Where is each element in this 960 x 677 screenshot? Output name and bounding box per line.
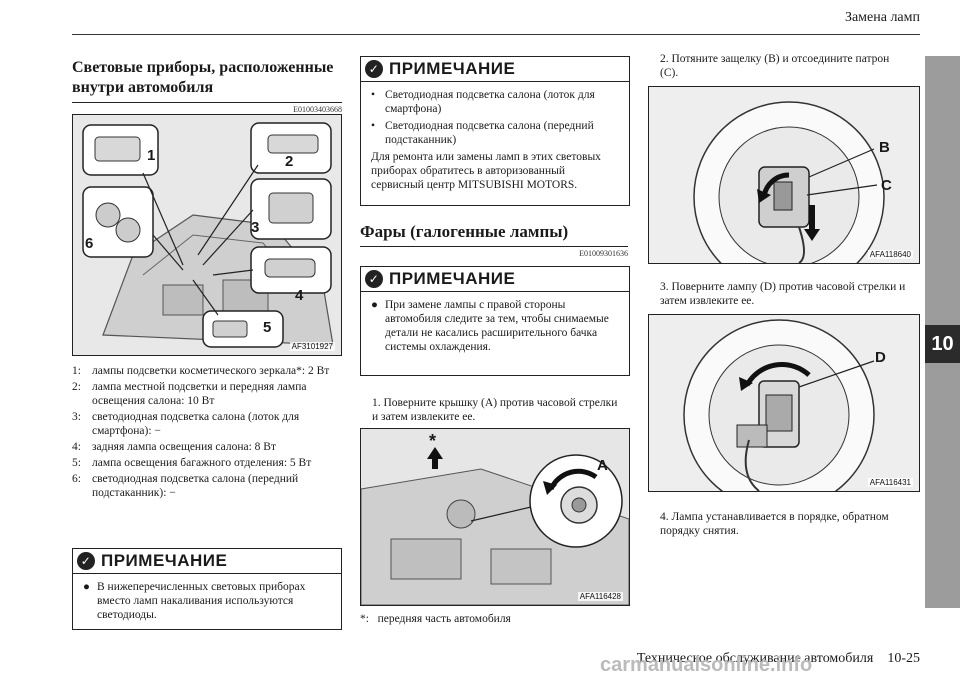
callout-3: 3 [251, 219, 260, 236]
socket-figure: B C AFA118640 [648, 86, 920, 264]
label-c: C [881, 177, 892, 194]
figure-code: AF3101927 [289, 342, 335, 351]
label-star: * [429, 431, 437, 451]
section-title-line2: внутри автомобиля [72, 79, 214, 96]
label-b: B [879, 139, 890, 156]
section-title: Фары (галогенные лампы) [360, 222, 569, 241]
middle-note-box-1: ✓ПРИМЕЧАНИЕ •Светодиодная подсветка сало… [360, 56, 630, 206]
section-code: E01009301636 [579, 249, 628, 258]
step-1: 1. Поверните крышку (A) против часовой с… [372, 397, 618, 423]
list-item: 5:лампа освещения багажного отделения: 5… [72, 457, 312, 469]
interior-lights-figure: 1 2 3 4 5 6 AF3101927 [72, 114, 342, 356]
list-item: 2:лампа местной подсветки и передняя лам… [72, 381, 307, 407]
figure-code: AFA118640 [867, 250, 913, 259]
bullet-icon: ● [83, 581, 90, 593]
watermark: carmanualsonline.info [600, 654, 813, 676]
label-d: D [875, 349, 886, 366]
footnote: *: передняя часть автомобиля [360, 613, 511, 625]
left-section-heading: Световые приборы, расположенные внутри а… [72, 58, 342, 114]
step-2: 2. Потяните защелку (B) и отсоедините па… [660, 53, 890, 79]
headlight-cover-figure: A * AFA116428 [360, 428, 630, 606]
list-item: 3:светодиодная подсветка салона (лоток д… [72, 411, 300, 437]
page-footer: Техническое обслуживание автомобиля 10-2… [637, 651, 920, 667]
engine-bay-illustration [361, 429, 629, 605]
chapter-tab-number: 10 [925, 325, 960, 363]
light-list: 1:лампы подсветки косметического зеркала… [72, 364, 340, 502]
callout-6: 6 [85, 235, 94, 252]
middle-note-box-2: ✓ ПРИМЕЧАНИЕ ● При замене лампы с правой с… [360, 266, 630, 376]
header-rule [72, 34, 920, 35]
note-bullet: Светодиодная подсветка салона (передний … [385, 120, 594, 146]
note-title: ПРИМЕЧАНИЕ [389, 59, 516, 78]
page-header-title: Замена ламп [844, 10, 920, 25]
page-number: 10-25 [887, 651, 920, 666]
note-icon: ✓ [365, 270, 383, 288]
label-a: A [597, 457, 608, 474]
step-3: 3. Поверните лампу (D) против часовой ст… [660, 281, 906, 307]
figure-code: AFA116428 [577, 592, 623, 601]
list-item: 4:задняя лампа освещения салона: 8 Вт [72, 441, 276, 453]
left-note-box: ✓ ПРИМЕЧАНИЕ ● В нижеперечисленных световы… [72, 548, 342, 630]
section-title-line1: Световые приборы, расположенные [72, 59, 334, 76]
note-icon: ✓ [77, 552, 95, 570]
figure-code: AFA116431 [867, 478, 913, 487]
callout-2: 2 [285, 153, 294, 170]
note-text: Для ремонта или замены ламп в этих свето… [371, 151, 601, 191]
note-text: В нижеперечисленных световых приборах вм… [97, 581, 306, 621]
note-bullet: Светодиодная подсветка салона (лоток для… [385, 89, 595, 115]
note-text: При замене лампы с правой стороны автомо… [385, 299, 609, 353]
list-item: 6:светодиодная подсветка салона (передни… [72, 473, 299, 499]
bulb-illustration [649, 315, 919, 491]
note-icon: ✓ [365, 60, 383, 78]
bulb-figure: D AFA116431 [648, 314, 920, 492]
note-title: ПРИМЕЧАНИЕ [101, 551, 228, 570]
middle-section-heading: Фары (галогенные лампы) E01009301636 [360, 222, 628, 258]
callout-1: 1 [147, 147, 156, 164]
footer-title: Техническое обслуживание автомобиля [636, 651, 874, 666]
step-4: 4. Лампа устанавливается в порядке, обра… [660, 511, 889, 537]
interior-illustration [73, 115, 341, 355]
socket-illustration [649, 87, 919, 263]
bullet-icon: ● [371, 299, 378, 311]
list-item: 1:лампы подсветки косметического зеркала… [72, 365, 330, 377]
note-title: ПРИМЕЧАНИЕ [389, 269, 516, 288]
section-code: E01003403668 [293, 105, 342, 114]
callout-4: 4 [295, 287, 304, 304]
callout-5: 5 [263, 319, 272, 336]
